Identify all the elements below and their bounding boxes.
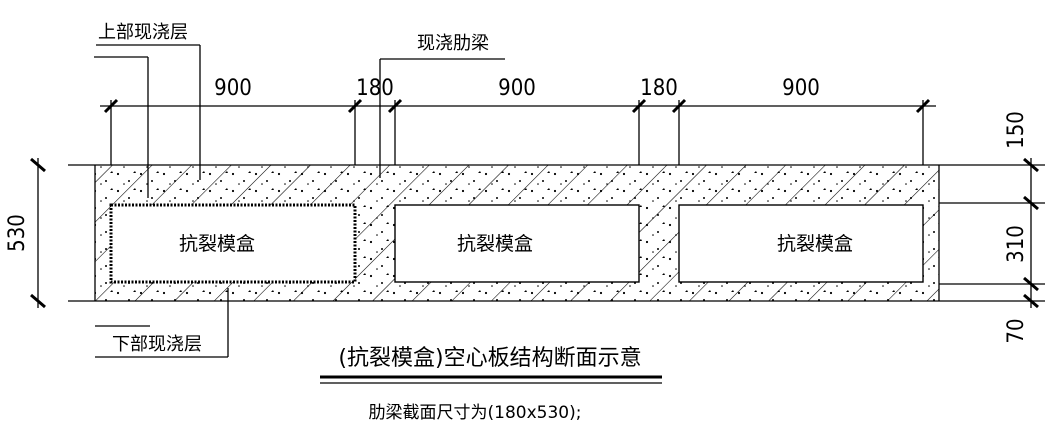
formwork-box-2: 抗裂模盒 — [394, 204, 640, 283]
top-dimension-line: 900 180 900 180 900 — [100, 76, 936, 165]
drawing-title: (抗裂模盒)空心板结构断面示意 — [320, 346, 662, 384]
dim-right-310: 310 — [1004, 225, 1029, 263]
dim-right-150: 150 — [1004, 111, 1029, 149]
leader-rib-beam: 现浇肋梁 — [379, 33, 505, 178]
title-text: (抗裂模盒)空心板结构断面示意 — [338, 346, 641, 371]
dim-top-180-1: 180 — [356, 76, 394, 101]
dim-top-900-3: 900 — [782, 76, 820, 101]
box-label: 抗裂模盒 — [179, 233, 255, 255]
dim-top-180-2: 180 — [640, 76, 678, 101]
box-label: 抗裂模盒 — [777, 233, 853, 255]
dim-top-900-2: 900 — [498, 76, 536, 101]
box-label: 抗裂模盒 — [457, 233, 533, 255]
dim-left-530: 530 — [5, 214, 30, 252]
rib-size-note: 肋梁截面尺寸为(180x530); — [369, 403, 582, 423]
label-top-layer: 上部现浇层 — [98, 22, 188, 43]
formwork-box-1: 抗裂模盒 — [109, 203, 357, 284]
right-dimension-line: 150 310 70 — [1004, 111, 1039, 344]
label-bottom-layer: 下部现浇层 — [112, 334, 202, 355]
dim-top-900-1: 900 — [214, 76, 252, 101]
dim-right-70: 70 — [1004, 318, 1029, 343]
leader-bottom-layer: 下部现浇层 — [95, 288, 229, 358]
left-dimension-line: 530 — [5, 157, 46, 309]
leader-top-layer: 上部现浇层 — [94, 22, 201, 198]
formwork-box-3: 抗裂模盒 — [678, 204, 924, 283]
label-rib-beam: 现浇肋梁 — [417, 33, 489, 54]
